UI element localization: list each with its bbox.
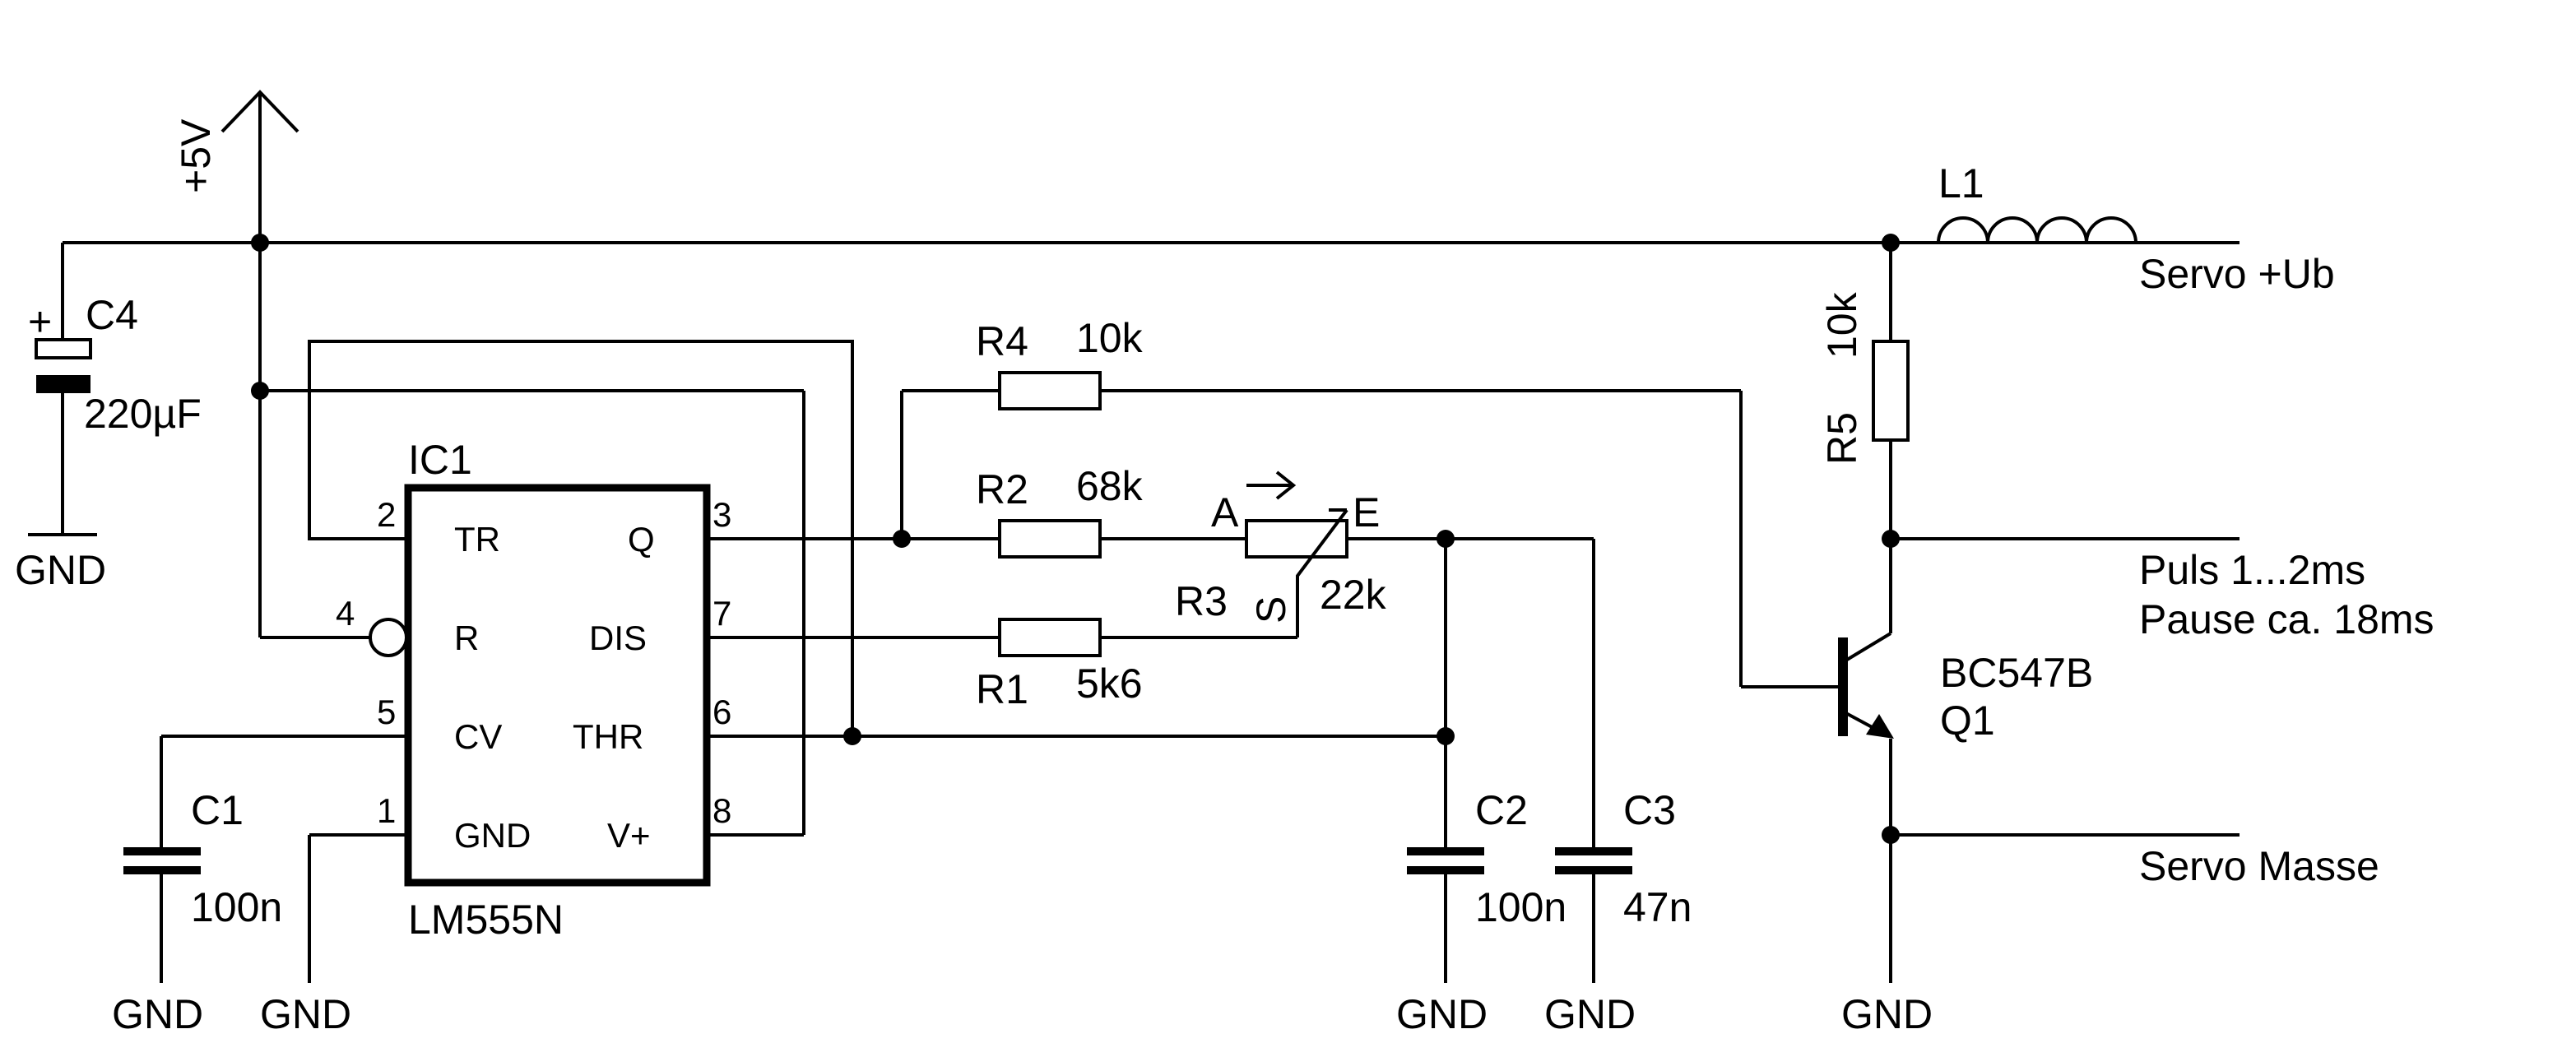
ic1-part: LM555N [408,897,564,943]
output-puls: Puls 1...2ms [2139,547,2365,593]
trigger-wire [308,340,854,736]
r2-resistor [998,519,1102,559]
ic1-pin-gnd-name: GND [454,816,531,855]
l1-inductor [1937,216,2137,243]
c2-value: 100n [1475,884,1566,930]
ic1-pin-vplus-name: V+ [607,816,651,855]
q1-transistor [1838,539,1894,983]
ic1-pin-vplus-number: 8 [712,791,731,830]
ic1-pin-q-number: 3 [712,495,731,534]
r3-pin-a: A [1211,489,1239,535]
c3-capacitor [1555,539,1632,983]
ic1-pin-q-name: Q [628,520,655,559]
r5-resistor [1872,340,1910,442]
r1-value: 5k6 [1076,661,1143,707]
c4-value: 220µF [84,391,202,437]
c1-capacitor [123,736,201,983]
c4-polarity: + [28,299,52,345]
r1-resistor [998,618,1102,657]
c1-gnd-label: GND [112,991,203,1037]
r4-name: R4 [976,318,1028,364]
c3-name: C3 [1623,787,1676,833]
c2-name: C2 [1475,787,1528,833]
c4-gnd-label: GND [15,547,106,593]
ic1-pin-thr-name: THR [573,717,643,756]
q1-name: Q1 [1940,698,1995,744]
ic1-pin-cv-name: CV [454,717,502,756]
r5-value: 10k [1819,291,1865,359]
ic1-pin-dis-number: 7 [712,594,731,633]
junction-dots [251,234,1900,844]
ic1-gnd-label: GND [260,991,351,1037]
ic1-pin-r-name: R [454,619,479,657]
q1-part: BC547B [1940,650,2093,696]
r3-pin-e: E [1353,489,1380,535]
c4-name: C4 [86,292,138,338]
r3-value: 22k [1320,572,1387,618]
r5-name: R5 [1819,412,1865,465]
r5-gnd-label: GND [1841,991,1933,1037]
r3-name: R3 [1175,578,1228,624]
r4-value: 10k [1076,315,1144,361]
r2-value: 68k [1076,463,1144,509]
r3-pin-s: S [1248,596,1294,623]
supply-label: +5V [173,118,219,193]
ic1-pin-dis-name: DIS [589,619,647,657]
ic1-pin-gnd-number: 1 [377,791,396,830]
ic1-pin-cv-number: 5 [377,693,396,731]
c4-capacitor [28,243,97,536]
ic1-pin-r-number: 4 [336,594,355,633]
c1-value: 100n [191,884,282,930]
r2-name: R2 [976,466,1028,512]
ic1-pin-tr-number: 2 [377,495,396,534]
ic1-body [404,484,711,887]
c2-capacitor [1407,847,1484,983]
c2-gnd-label: GND [1396,991,1488,1037]
l1-name: L1 [1938,160,1984,206]
ic1-pin-thr-number: 6 [712,693,731,731]
ic1-designator: IC1 [408,437,472,483]
c3-value: 47n [1623,884,1692,930]
r4-resistor [998,371,1102,410]
output-pause: Pause ca. 18ms [2139,596,2434,642]
c3-gnd-label: GND [1544,991,1636,1037]
output-servo-masse: Servo Masse [2139,843,2379,889]
r1-name: R1 [976,666,1028,712]
reset-inversion-bubble [369,618,408,657]
ic1-pin-tr-name: TR [454,520,500,559]
r3-trimmer [1245,471,1348,637]
output-servo-ub: Servo +Ub [2139,251,2335,297]
c1-name: C1 [191,787,244,833]
supply-arrow [220,90,299,243]
